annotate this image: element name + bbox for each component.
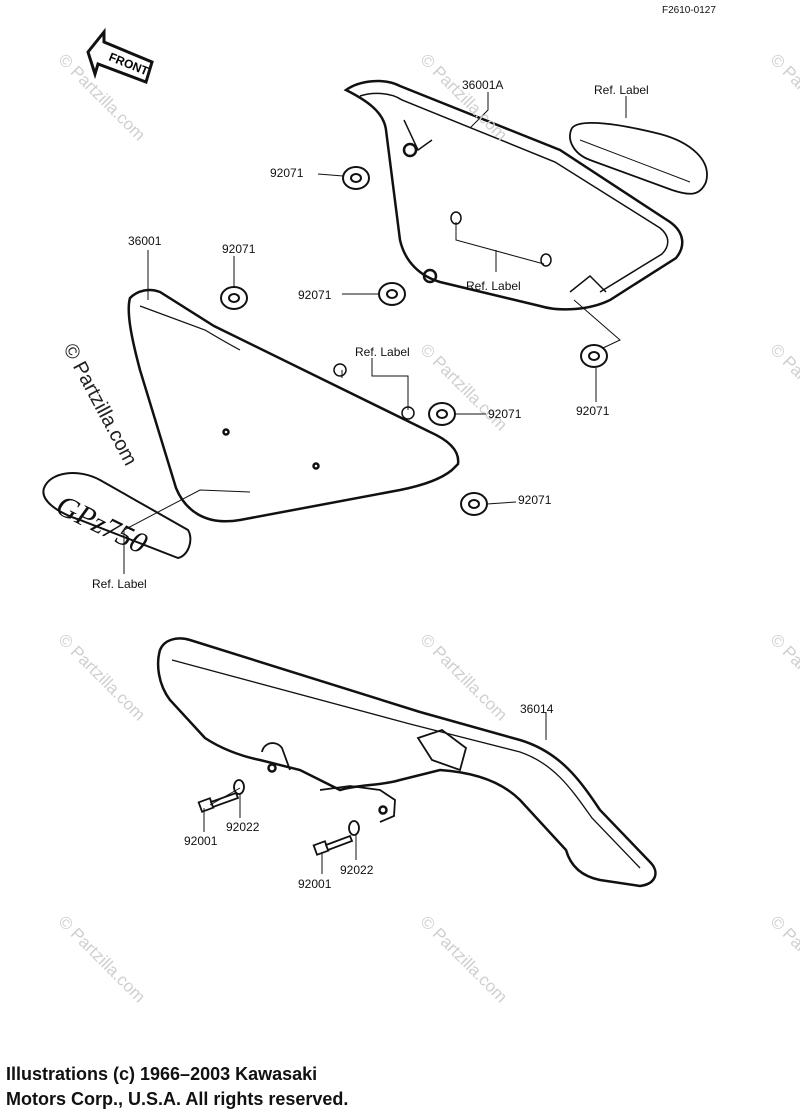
right-side-cover (343, 79, 684, 311)
grommet-icon (580, 344, 608, 368)
copyright-notice: Illustrations (c) 1966–2003 Kawasaki Mot… (6, 1062, 348, 1112)
part-number-92071: 92071 (222, 242, 256, 256)
left-side-cover (127, 288, 460, 523)
part-number-92071: 92071 (488, 407, 522, 421)
grommet-icon (342, 166, 370, 190)
bolt-icon (312, 834, 354, 856)
grommet-icon (220, 286, 248, 310)
part-number-92071: 92071 (518, 493, 552, 507)
gpz750-emblem: GPz750 (42, 472, 192, 561)
grommet-icon (378, 282, 406, 306)
part-number-92071: 92071 (576, 404, 610, 418)
part-number-92022: 92022 (226, 820, 260, 834)
ref-label-callout: Ref. Label (594, 83, 649, 97)
part-number-92071: 92071 (298, 288, 332, 302)
ref-label-decal (569, 122, 708, 195)
part-number-92001: 92001 (298, 877, 332, 891)
drawing-code: F2610-0127 (662, 5, 716, 16)
ref-label-callout: Ref. Label (355, 345, 410, 359)
washer-icon (348, 820, 360, 836)
chain-cover (156, 637, 657, 888)
part-number-36001: 36001 (128, 234, 162, 248)
grommet-icon (460, 492, 488, 516)
part-number-92001: 92001 (184, 834, 218, 848)
leader-lines (123, 92, 627, 874)
front-arrow-icon: FRONT (86, 27, 154, 84)
part-number-36001A: 36001A (462, 78, 504, 92)
ref-label-callout: Ref. Label (92, 577, 147, 591)
ref-label-callout: Ref. Label (466, 279, 521, 293)
copyright-line-2: Motors Corp., U.S.A. All rights reserved… (6, 1089, 349, 1109)
grommet-92071-group (220, 166, 608, 516)
cover-grommets (333, 211, 552, 420)
part-number-92071: 92071 (270, 166, 304, 180)
washer-icon (233, 779, 245, 795)
part-number-36014: 36014 (520, 702, 554, 716)
part-number-92022: 92022 (340, 863, 374, 877)
grommet-icon (428, 402, 456, 426)
copyright-line-1: Illustrations (c) 1966–2003 Kawasaki (6, 1064, 318, 1084)
bolt-icon (197, 791, 240, 813)
